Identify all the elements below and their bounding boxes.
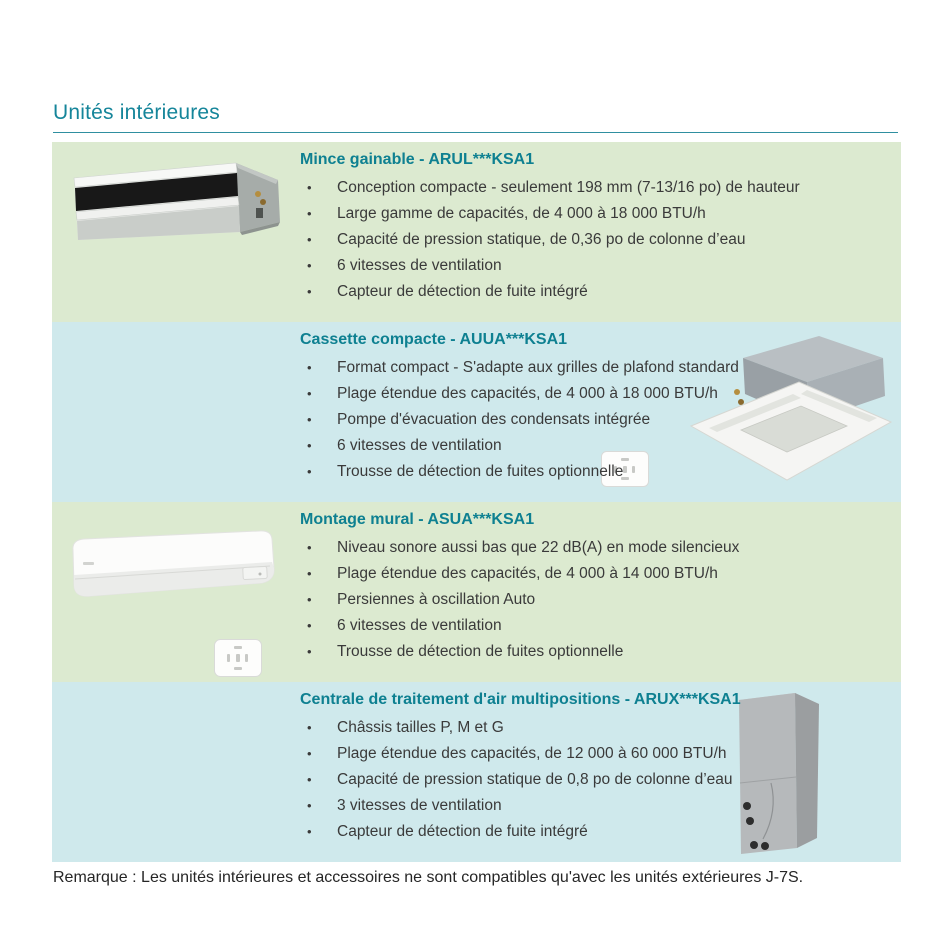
bullet-icon: • [307, 360, 312, 375]
wall-mounted-unit-photo [57, 528, 287, 624]
feature-text: 6 vitesses de ventilation [337, 437, 502, 454]
feature-text: Capteur de détection de fuite intégré [337, 283, 588, 300]
section-slim-duct: Mince gainable - ARUL***KSA1 • Conception… [52, 142, 901, 322]
list-item: • Niveau sonore aussi bas que 22 dB(A) en… [300, 535, 739, 561]
feature-text: 6 vitesses de ventilation [337, 617, 502, 634]
bullet-icon: • [307, 464, 312, 479]
remote-control-photo [214, 639, 262, 677]
list-item: • Pompe d'évacuation des condensats intég… [300, 407, 739, 433]
bullet-icon: • [307, 206, 312, 221]
list-item: • 6 vitesses de ventilation [300, 433, 739, 459]
feature-text: Châssis tailles P, M et G [337, 719, 504, 736]
feature-text: Format compact - S'adapte aux grilles de… [337, 359, 739, 376]
list-item: • Trousse de détection de fuites optionne… [300, 459, 739, 485]
feature-text: Persiennes à oscillation Auto [337, 591, 536, 608]
bullet-icon: • [307, 592, 312, 607]
compact-cassette-unit-image [689, 336, 893, 481]
bullet-icon: • [307, 412, 312, 427]
list-item: • Capteur de détection de fuite intégré [300, 279, 800, 305]
title-underline [53, 132, 898, 133]
bullet-icon: • [307, 772, 312, 787]
bullet-icon: • [307, 566, 312, 581]
feature-text: Niveau sonore aussi bas que 22 dB(A) en … [337, 539, 740, 556]
list-item: • Plage étendue des capacités, de 4 000 à… [300, 381, 739, 407]
list-item: • Large gamme de capacités, de 4 000 à 18… [300, 201, 800, 227]
feature-text: Conception compacte - seulement 198 mm (… [337, 179, 800, 196]
bullet-icon: • [307, 798, 312, 813]
feature-text: Capacité de pression statique, de 0,36 p… [337, 231, 746, 248]
feature-text: Large gamme de capacités, de 4 000 à 18 … [337, 205, 706, 222]
bullet-icon: • [307, 438, 312, 453]
feature-text: Capteur de détection de fuite intégré [337, 823, 588, 840]
section-title: Mince gainable - ARUL***KSA1 [300, 151, 535, 168]
feature-text: Trousse de détection de fuites optionnel… [337, 643, 624, 660]
list-item: • Persiennes à oscillation Auto [300, 587, 739, 613]
bullet-icon: • [307, 284, 312, 299]
air-handler-unit-photo [731, 688, 825, 858]
feature-text: Plage étendue des capacités, de 4 000 à … [337, 385, 718, 402]
bullet-icon: • [307, 258, 312, 273]
list-item: • Capteur de détection de fuite intégré [300, 819, 733, 845]
bullet-icon: • [307, 824, 312, 839]
slim-duct-unit-photo [62, 158, 292, 244]
feature-text: 3 vitesses de ventilation [337, 797, 502, 814]
page-title: Unités intérieures [53, 101, 221, 124]
list-item: • Capacité de pression statique, de 0,36 … [300, 227, 800, 253]
bullet-icon: • [307, 386, 312, 401]
feature-list: • Niveau sonore aussi bas que 22 dB(A) en… [300, 535, 739, 665]
section-compact-cassette: Cassette compacte - AUUA***KSA1 • Format … [52, 322, 901, 502]
section-wall-mounted: Montage mural - ASUA***KSA1 • Niveau sono… [52, 502, 901, 682]
feature-text: 6 vitesses de ventilation [337, 257, 502, 274]
footnote: Remarque : Les unités intérieures et acc… [53, 869, 804, 886]
list-item: • Capacité de pression statique de 0,8 po… [300, 767, 733, 793]
bullet-icon: • [307, 746, 312, 761]
remote-control-image [601, 451, 649, 487]
list-item: • Plage étendue des capacités, de 4 000 à… [300, 561, 739, 587]
feature-text: Pompe d'évacuation des condensats intégr… [337, 411, 651, 428]
wall-mounted-unit-image [72, 530, 275, 597]
list-item: • Plage étendue des capacités, de 12 000 … [300, 741, 733, 767]
list-item: • 6 vitesses de ventilation [300, 253, 800, 279]
feature-text: Plage étendue des capacités, de 4 000 à … [337, 565, 718, 582]
feature-text: Capacité de pression statique de 0,8 po … [337, 771, 733, 788]
compact-cassette-unit-photo [689, 334, 894, 484]
remote-control-image [214, 639, 262, 677]
bullet-icon: • [307, 618, 312, 633]
bullet-icon: • [307, 180, 312, 195]
list-item: • 6 vitesses de ventilation [300, 613, 739, 639]
air-handler-unit-image [739, 693, 819, 854]
slim-duct-unit-image [73, 162, 280, 240]
feature-list: • Format compact - S'adapte aux grilles d… [300, 355, 739, 485]
remote-control-photo [601, 451, 649, 487]
feature-list: • Conception compacte - seulement 198 mm … [300, 175, 800, 305]
list-item: • Châssis tailles P, M et G [300, 715, 733, 741]
list-item: • Format compact - S'adapte aux grilles d… [300, 355, 739, 381]
feature-text: Trousse de détection de fuites optionnel… [337, 463, 624, 480]
list-item: • Trousse de détection de fuites optionne… [300, 639, 739, 665]
section-title: Montage mural - ASUA***KSA1 [300, 511, 535, 528]
list-item: • 3 vitesses de ventilation [300, 793, 733, 819]
bullet-icon: • [307, 644, 312, 659]
feature-list: • Châssis tailles P, M et G • Plage étendu… [300, 715, 733, 845]
section-title: Cassette compacte - AUUA***KSA1 [300, 331, 568, 348]
product-sections: Mince gainable - ARUL***KSA1 • Conception… [52, 142, 901, 862]
section-title: Centrale de traitement d'air multipositi… [300, 691, 741, 708]
feature-text: Plage étendue des capacités, de 12 000 à… [337, 745, 727, 762]
bullet-icon: • [307, 720, 312, 735]
section-air-handler: Centrale de traitement d'air multipositi… [52, 682, 901, 862]
list-item: • Conception compacte - seulement 198 mm … [300, 175, 800, 201]
bullet-icon: • [307, 540, 312, 555]
bullet-icon: • [307, 232, 312, 247]
